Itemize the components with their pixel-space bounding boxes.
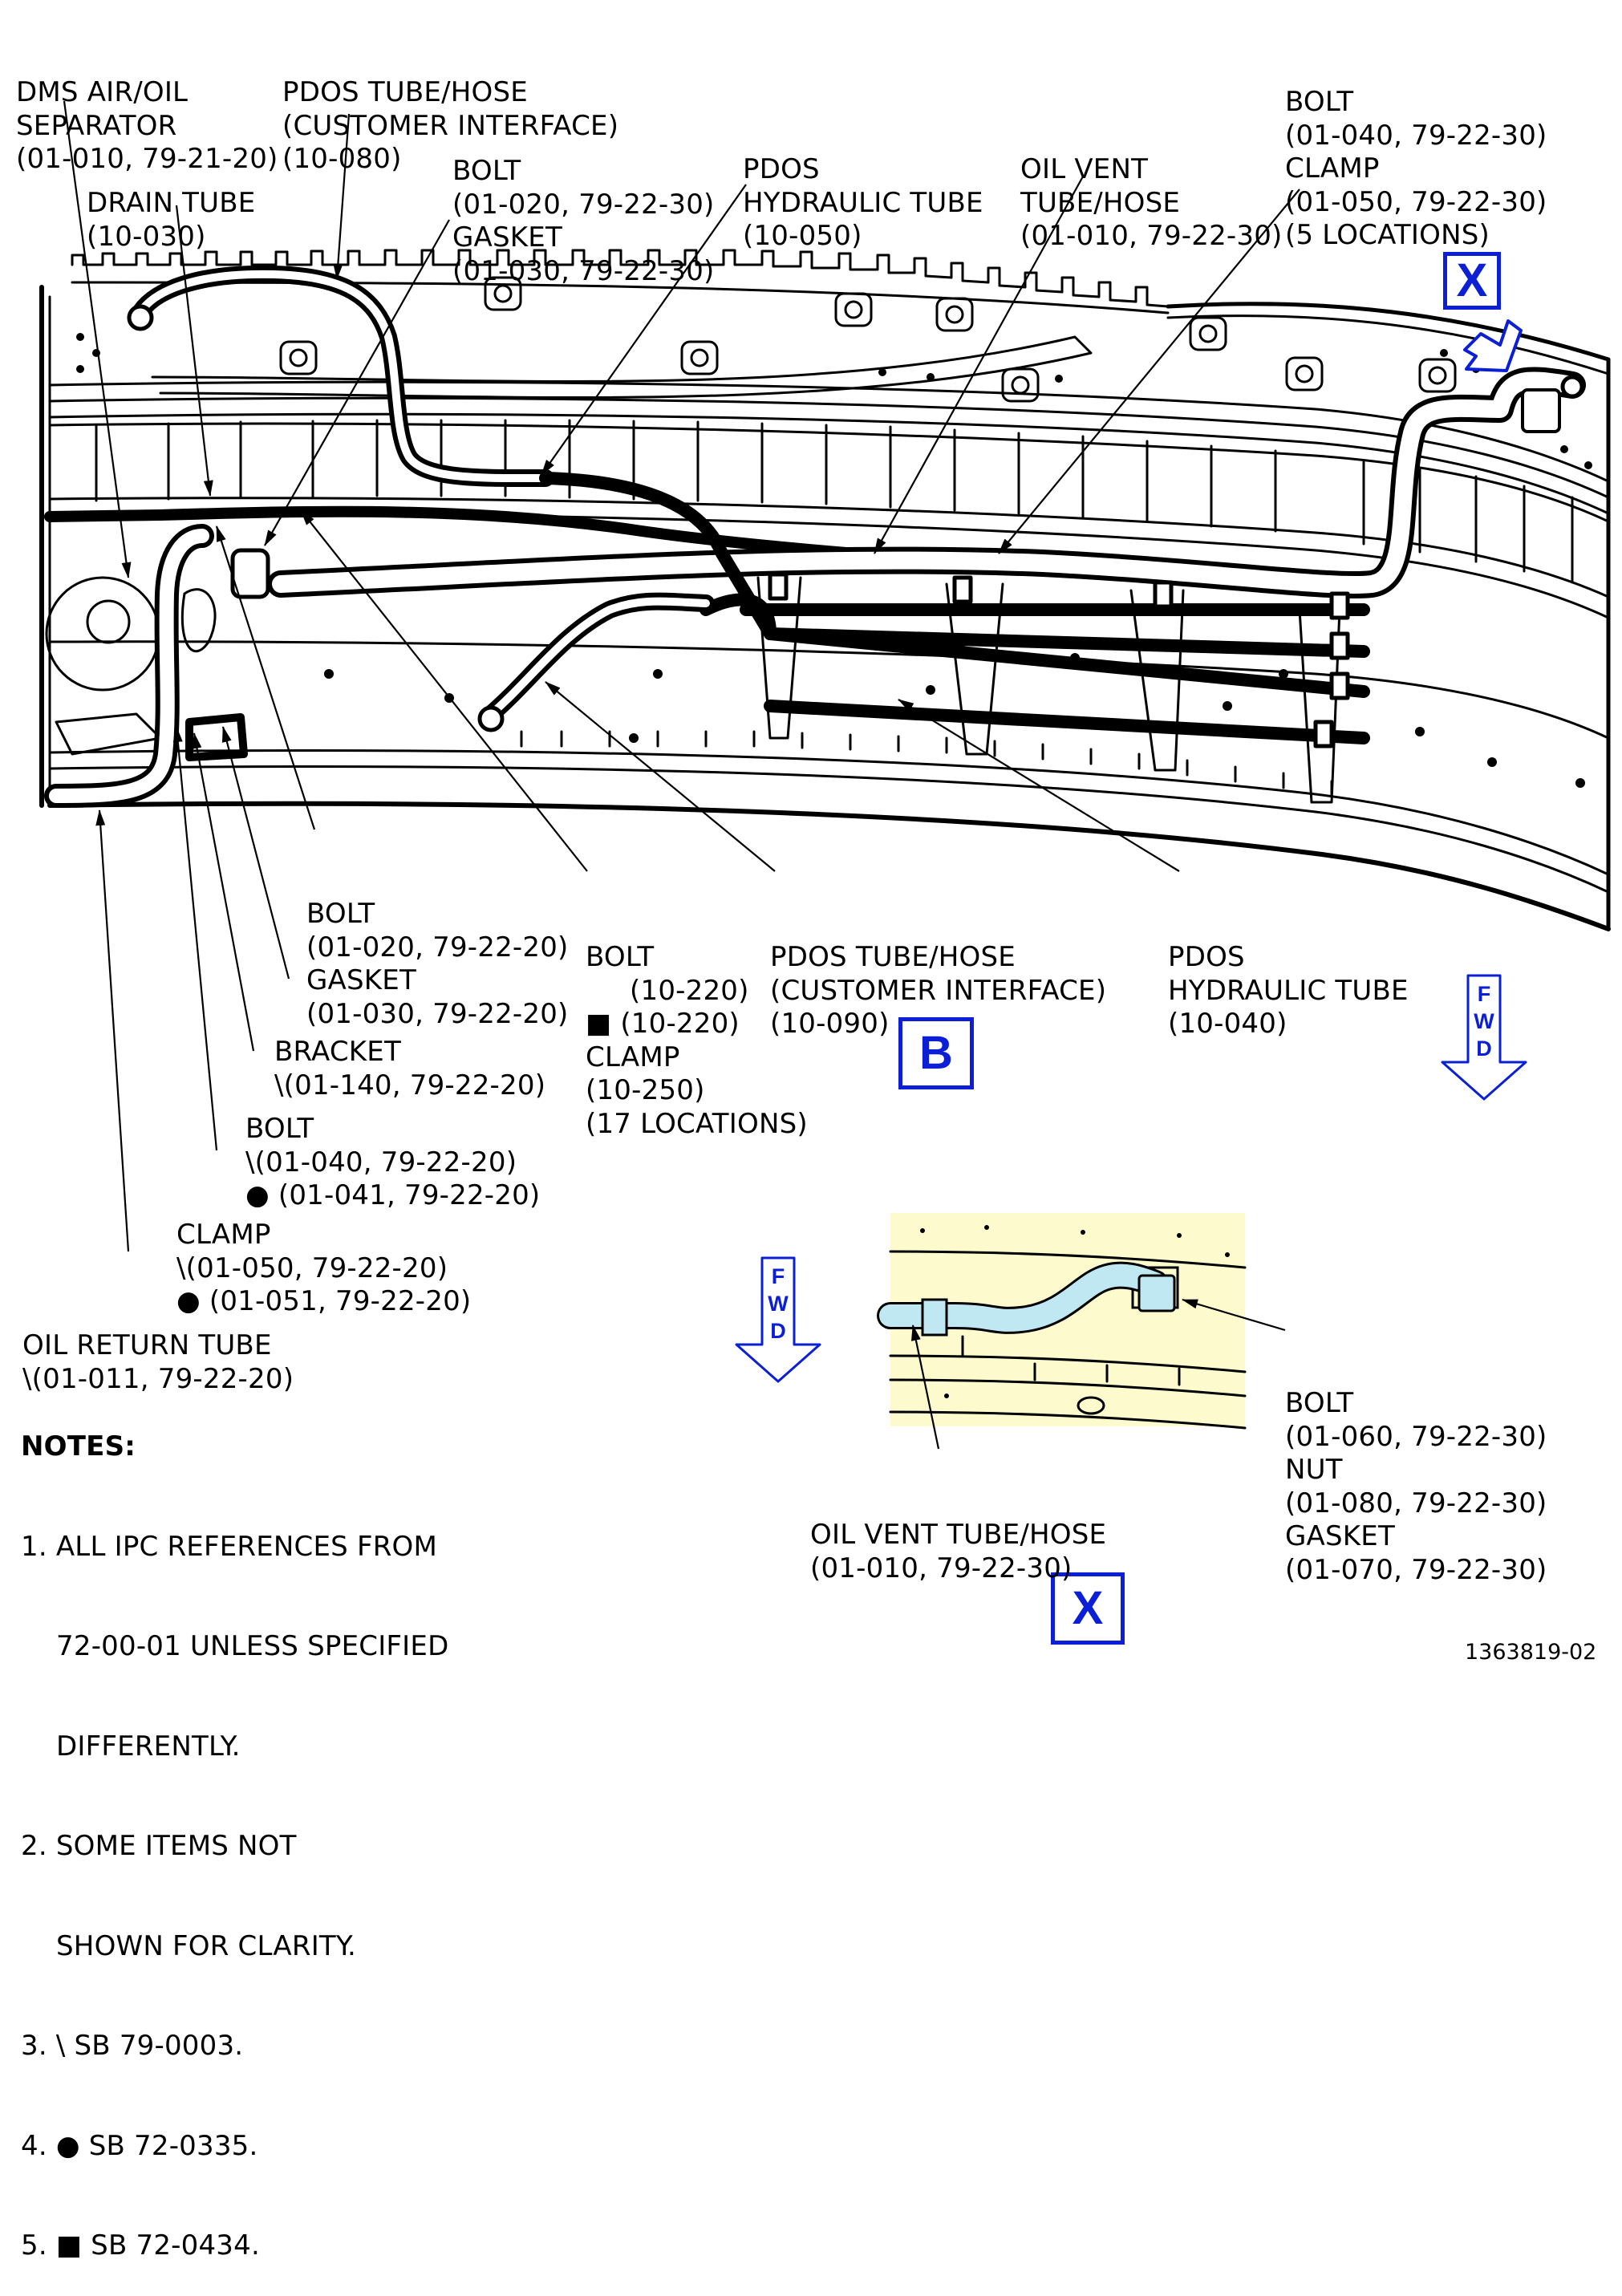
leader-detail-bolt [1182,1298,1286,1332]
view-x-arrow [1463,319,1523,372]
leader-oil-vent-top [874,176,1084,554]
note-line: DIFFERENTLY. [21,1730,241,1763]
label-detail-oil-vent: OIL VENT TUBE/HOSE(01-010, 79-22-30) [810,1519,1107,1584]
leader-bolt-clamp-220 [300,509,588,872]
serrated-flange [71,249,1170,308]
leader-pdos-tube-top [333,113,351,280]
leader-dms-separator [63,100,132,578]
leader-bolt-040 [192,732,255,1052]
drain-tube [185,713,248,761]
fwd-left-d: D [770,1319,786,1343]
label-pdos-tube-top: PDOS TUBE/HOSE(CUSTOMER INTERFACE)(10-08… [282,76,619,175]
label-bolt-040: BOLT\(01-040, 79-22-20)● (01-041, 79-22-… [245,1113,541,1211]
figure-number: 1363819-02 [1465,1640,1597,1665]
leader-bolt-gasket-mid [215,525,316,830]
label-bracket: BRACKET\(01-140, 79-22-20) [274,1036,546,1101]
fwd-arrow-left: F W D [735,1256,821,1383]
pdos-tube-top [129,265,554,488]
leader-pdos-hydraulic-mid [898,699,1180,872]
leader-drain-tube [175,205,213,497]
notes-block: NOTES: 1. ALL IPC REFERENCES FROM 72-00-… [21,1364,448,2296]
engine-case-drawing [39,249,1611,931]
label-bolt-gasket-mid: BOLT(01-020, 79-22-20)GASKET(01-030, 79-… [306,898,569,1030]
leader-pdos-tube-mid [545,681,776,872]
leader-pdos-hydraulic-top [541,184,747,476]
note-line: 4. ● SB 72-0335. [21,2129,258,2162]
fwd-right-f: F [1478,982,1491,1006]
leader-lines [63,100,1300,1450]
notes-title: NOTES: [21,1430,136,1462]
note-line: 1. ALL IPC REFERENCES FROM [21,1530,438,1563]
note-line: SHOWN FOR CLARITY. [21,1929,356,1962]
label-bolt-clamp-top: BOLT(01-040, 79-22-30)CLAMP(01-050, 79-2… [1285,86,1547,251]
fwd-left-w: W [768,1292,789,1316]
note-line: 2. SOME ITEMS NOT [21,1830,297,1862]
leader-oil-return [95,809,130,1252]
leader-bolt-gasket-top [264,219,450,546]
oil-return-tube [44,524,214,808]
pdos-hydraulic-tubes [539,472,1370,744]
fwd-left-f: F [772,1264,785,1288]
pdos-tube-lower [481,592,715,724]
leader-bolt-clamp-top [998,189,1300,554]
leader-clamp-050 [172,726,218,1151]
fwd-right-w: W [1474,1009,1494,1033]
oil-vent-tube [267,367,1586,598]
diagram-artwork: F W D F W D [39,100,1611,1450]
label-drain-tube: DRAIN TUBE(10-030) [87,187,256,253]
note-line: 3. \ SB 79-0003. [21,2030,244,2062]
label-clamp-050: CLAMP\(01-050, 79-22-20)● (01-051, 79-22… [176,1219,472,1317]
view-label-b: B [898,1017,974,1089]
label-pdos-tube-mid: PDOS TUBE/HOSE(CUSTOMER INTERFACE)(10-09… [770,941,1107,1040]
leader-detail-oil-vent [910,1324,940,1450]
label-bolt-gasket-top: BOLT(01-020, 79-22-30)GASKET(01-030, 79-… [452,155,715,287]
note-line: 5. ■ SB 72-0434. [21,2229,260,2262]
view-label-x-bottom: X [1051,1572,1125,1645]
label-bolt-clamp-220: BOLT (10-220)■ (10-220)CLAMP(10-250)(17 … [586,941,808,1140]
tubing-routes [44,265,1586,808]
leader-bracket [221,726,290,980]
label-detail-bolt-nut-gasket: BOLT(01-060, 79-22-30)NUT(01-080, 79-22-… [1285,1387,1547,1586]
fwd-arrow-right: F W D [1441,974,1527,1101]
note-line: 72-00-01 UNLESS SPECIFIED [21,1630,449,1662]
view-label-x-top: X [1443,252,1501,310]
fwd-right-d: D [1476,1036,1492,1061]
detail-x-drawing [877,1213,1247,1430]
label-oil-return: OIL RETURN TUBE\(01-011, 79-22-20) [22,1329,294,1395]
